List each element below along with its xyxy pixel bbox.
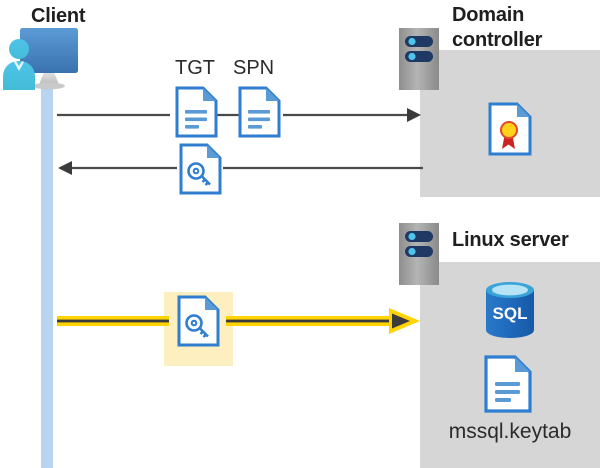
tgt-label: TGT <box>175 57 215 79</box>
sql-database-icon: SQL <box>483 281 537 339</box>
keytab-document-icon <box>484 355 532 413</box>
sql-icon-text: SQL <box>493 304 528 323</box>
domain-controller-server-icon <box>399 28 439 90</box>
ticket-key-document-icon <box>179 143 222 195</box>
domain-controller-label-line1: Domain <box>452 4 525 26</box>
client-lifeline <box>41 78 53 468</box>
message-response-arrow <box>57 159 177 177</box>
tgt-document-icon <box>175 86 218 138</box>
certificate-document-icon <box>488 102 532 156</box>
message-request-arrow <box>283 106 423 124</box>
linux-server-server-icon <box>399 223 439 285</box>
message-request-line-mid <box>217 112 239 118</box>
message-response-line-right <box>223 165 423 171</box>
service-ticket-line-left <box>57 314 169 328</box>
service-ticket-arrow <box>226 307 421 335</box>
client-icon <box>3 28 99 90</box>
spn-label: SPN <box>233 57 275 79</box>
client-label: Client <box>31 5 86 27</box>
domain-controller-label: Domain controller <box>452 3 600 53</box>
service-ticket-key-document-icon <box>177 295 220 347</box>
domain-controller-label-line2: controller <box>452 29 543 51</box>
message-request-line-left <box>57 112 170 118</box>
spn-document-icon <box>238 86 281 138</box>
keytab-file-label: mssql.keytab <box>448 420 572 443</box>
linux-server-label: Linux server <box>452 229 569 251</box>
